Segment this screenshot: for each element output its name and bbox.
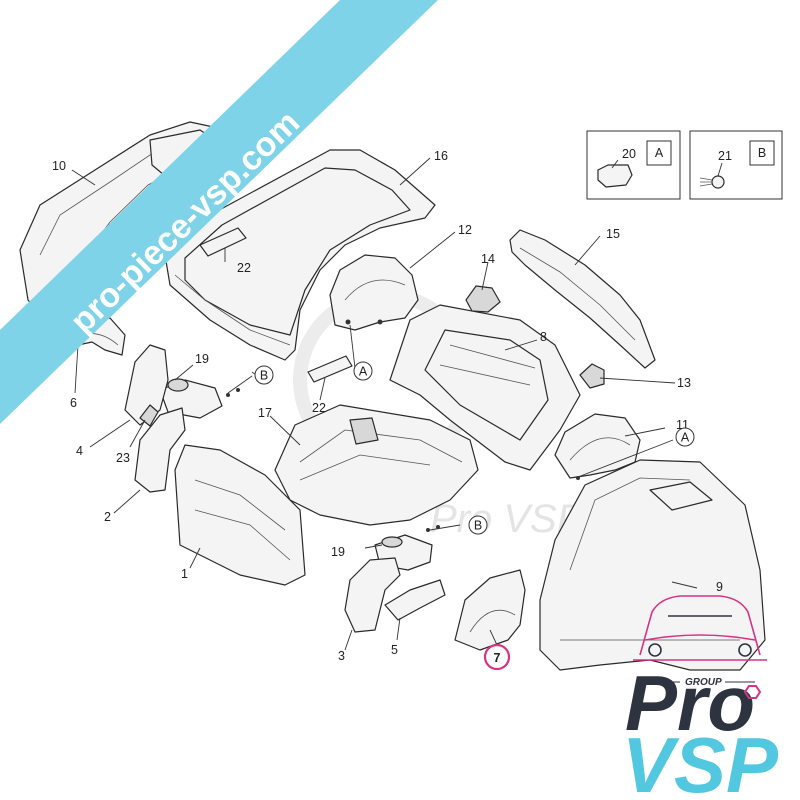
part-22-strip-upper [199,227,247,257]
part-3-arch-liner [344,557,401,633]
banner-strip [0,0,438,424]
callout-23: 23 [116,451,130,465]
hex-bolt-icon [743,685,762,699]
screw-21-icon [699,162,725,189]
clip-20-icon [597,164,633,188]
part-12-wheel-housing [329,254,419,331]
legend-b-letter: B [758,146,766,160]
part-2-inner-arch [134,407,186,493]
part-13-clip [579,363,605,389]
callout-8: 8 [540,330,547,344]
ref-a-right: A [681,431,690,445]
ref-b-upper: B [260,369,268,383]
callout-17: 17 [258,406,272,420]
callout-13: 13 [677,376,691,390]
part-17-floor-pan [274,404,479,526]
callout-22-upper: 22 [237,261,251,275]
part-5-bracket [384,579,446,621]
provsp-logo: GROUP Pro VSP [622,595,779,800]
callout-9: 9 [716,580,723,594]
legend-box-a: A 20 [586,130,681,200]
part-9-body-side-right [539,459,766,671]
callout-7: 7 [494,651,501,665]
logo-pro: Pro [625,659,755,747]
callout-16: 16 [434,149,448,163]
part-14-bracket [465,285,501,313]
callouts: 10 16 12 14 15 8 13 11 9 22 22 17 19 19 … [52,149,723,663]
callout-1: 1 [181,567,188,581]
callout-15: 15 [606,227,620,241]
legend-b-number: 21 [718,149,732,163]
callout-19-upper: 19 [195,352,209,366]
ref-circles: B A A B [254,361,695,535]
callout-4: 4 [76,444,83,458]
callout-5: 5 [391,643,398,657]
logo-group: GROUP [685,677,722,688]
callout-12: 12 [458,223,472,237]
callout-10: 10 [52,159,66,173]
legend-a-number: 20 [622,147,636,161]
callout-3: 3 [338,649,345,663]
callout-14: 14 [481,252,495,266]
part-1-inner-side-panel [174,444,306,586]
car-outline-icon [633,595,767,661]
leader-lines [71,157,698,651]
legend-box-b: B 21 [689,130,783,200]
callout-19-lower: 19 [331,545,345,559]
callout-7-highlight: 7 [483,643,511,671]
part-16-roof [164,149,436,361]
part-15-rear-crossmember [509,229,656,369]
part-22-strip-lower [307,355,353,383]
part-8-trunk-tub [389,304,581,471]
legend-a-letter: A [655,146,664,160]
callout-22-lower: 22 [312,401,326,415]
fasteners [226,319,580,532]
logo-vsp: VSP [622,721,779,800]
part-7-wing-panel [454,569,526,651]
callout-2: 2 [104,510,111,524]
ref-b-lower: B [474,519,482,533]
callout-6: 6 [70,396,77,410]
ref-a-upper: A [359,365,368,379]
